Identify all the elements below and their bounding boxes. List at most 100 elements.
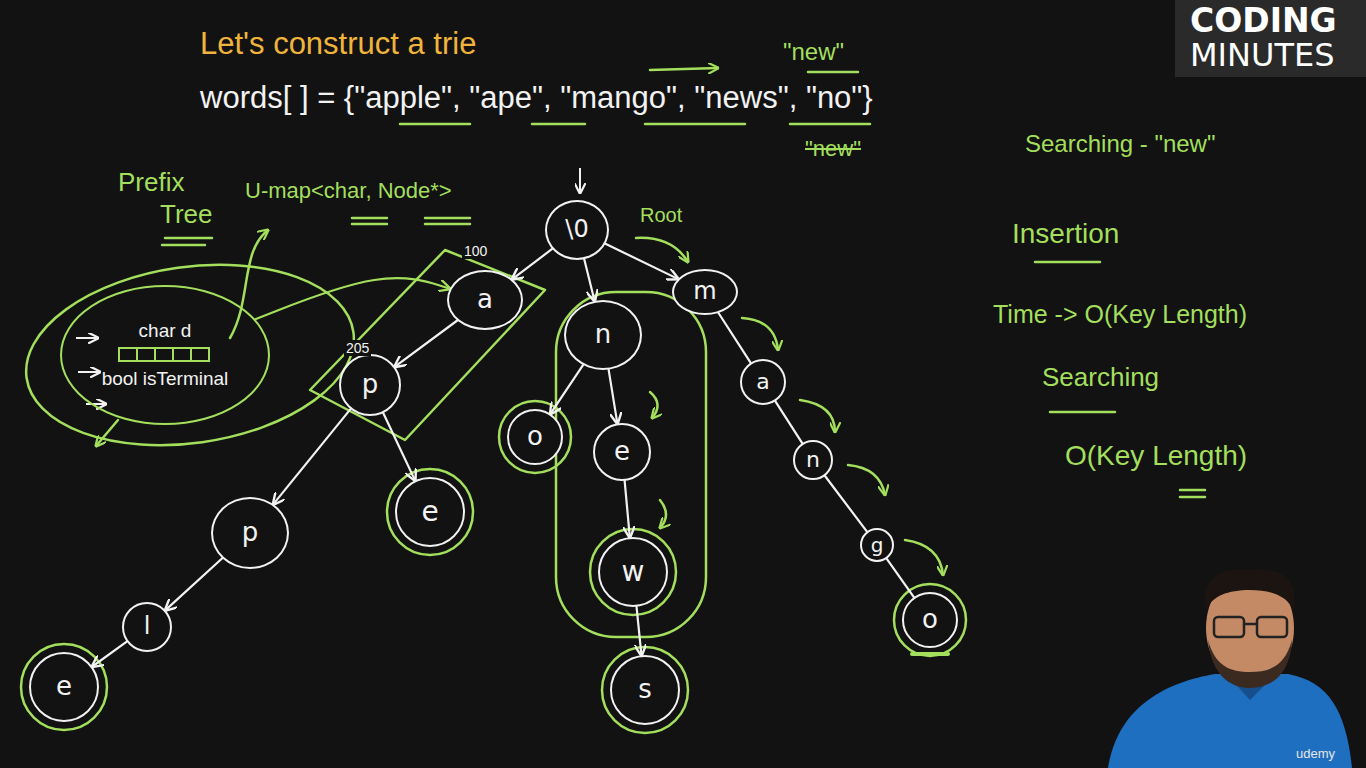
node-letter: m: [693, 278, 716, 306]
trie-edge: [165, 558, 222, 610]
underline: [1180, 490, 1205, 497]
annotation: U-map<char, Node*>: [245, 178, 452, 203]
node-letter: o: [922, 605, 938, 635]
label-slot: "new": [783, 38, 844, 66]
label-slot: U-map<char, Node*>: [245, 178, 452, 203]
trie-node: p: [211, 497, 289, 569]
label-slot: Time -> O(Key Length): [993, 300, 1247, 329]
memory-address: 100: [462, 243, 489, 259]
watermark: udemy: [1296, 746, 1335, 761]
logo-panel: [1175, 0, 1366, 77]
annotation: Insertion: [1012, 218, 1119, 249]
node-letter: l: [144, 613, 151, 641]
trie-node: e: [593, 423, 651, 481]
trie-node: w: [598, 537, 668, 607]
node-letter: e: [421, 496, 438, 528]
annotation: Searching - "new": [1025, 130, 1215, 157]
underline: [400, 123, 470, 126]
trie-node: e: [29, 652, 99, 722]
annotation-connector: [255, 278, 449, 319]
trie-edge: [887, 559, 914, 597]
underline: [790, 123, 870, 126]
presenter-beard: [1208, 640, 1292, 688]
label-slot: O(Key Length): [1065, 440, 1247, 472]
trie-node: g: [860, 528, 894, 562]
title-slot: Let's construct a trie: [200, 26, 476, 62]
node-letter: e: [614, 437, 630, 467]
trie-edge: [551, 365, 583, 414]
label-slot: Root: [640, 204, 682, 227]
children-array-sketch: [117, 344, 213, 366]
node-letter: e: [56, 672, 72, 702]
field-pointer: [76, 337, 98, 339]
annotation-arrow: [650, 68, 718, 70]
underline: [1050, 411, 1115, 414]
trie-edge: [92, 642, 126, 667]
slide-title: Let's construct a trie: [200, 26, 476, 61]
logo-text: CODING: [1190, 1, 1337, 40]
node-letter: a: [477, 285, 493, 315]
underline: [162, 238, 212, 245]
trie-edge: [825, 476, 867, 531]
root-pointer: [579, 168, 581, 193]
annotation: Root: [640, 204, 682, 226]
trie-edge: [395, 321, 457, 367]
node-letter: s: [638, 675, 652, 705]
trie-edge: [605, 244, 677, 279]
presenter: [1108, 569, 1352, 768]
annotation: Time -> O(Key Length): [993, 300, 1247, 328]
label-slot: CODING: [1190, 2, 1337, 40]
logo-text: MINUTES: [1190, 36, 1334, 74]
underline: [1035, 261, 1100, 264]
annotation: Searching: [1042, 362, 1159, 392]
node-letter: p: [362, 370, 379, 400]
label-slot: udemy: [1296, 744, 1335, 762]
node-letter: \0: [565, 216, 588, 244]
trie-edge: [273, 409, 350, 504]
trie-edge: [719, 313, 751, 363]
words-array: words[ ] = {"apple", "ape", "mango", "ne…: [200, 80, 873, 115]
terminal-ring: [21, 644, 107, 730]
trie-node: p: [339, 354, 401, 416]
label-slot: MINUTES: [1190, 37, 1334, 74]
label-slot: 100: [462, 242, 489, 260]
grouping-loop: [14, 245, 365, 465]
field-name: char d: [139, 320, 192, 342]
annotation-arrow: [742, 318, 778, 350]
trie-edge: [584, 259, 594, 301]
terminal-ring: [387, 469, 473, 555]
trie-node: o: [507, 409, 563, 465]
leader-arrow: [230, 230, 268, 338]
highlight-outline: [556, 292, 706, 637]
label-slot: words[ ] = {"apple", "ape", "mango", "ne…: [200, 80, 873, 116]
annotation-arrow: [650, 392, 658, 418]
presenter-shirt: [1108, 674, 1352, 768]
node-letter: n: [595, 320, 611, 350]
underline: [532, 123, 585, 126]
terminal-ring: [590, 529, 676, 615]
trie-edge: [609, 370, 618, 424]
field-pointer: [78, 371, 100, 373]
trie-node: e: [395, 477, 465, 547]
label-slot: Tree: [160, 200, 213, 230]
annotation-arrow: [660, 500, 666, 528]
terminal-ring: [602, 647, 688, 733]
node-letter: g: [871, 534, 884, 557]
trie-node: m: [672, 269, 738, 315]
trie-edge: [383, 413, 415, 480]
edges: [92, 244, 913, 667]
node-letter: p: [242, 518, 259, 548]
annotation-arrow: [96, 420, 118, 446]
trie-edge: [625, 481, 630, 537]
annotation-arrow: [800, 400, 835, 432]
node-letter: o: [527, 422, 543, 452]
annotation-arrow: [848, 465, 885, 495]
node-letter: n: [806, 447, 820, 472]
trie-node: l: [122, 602, 172, 652]
label-slot: Insertion: [1012, 218, 1119, 250]
trie-node: a: [740, 359, 786, 405]
trie-node: n: [793, 440, 833, 480]
annotation-arrow: [636, 238, 688, 262]
terminal-ring: [894, 584, 966, 656]
label-slot: Searching - "new": [1025, 130, 1215, 158]
